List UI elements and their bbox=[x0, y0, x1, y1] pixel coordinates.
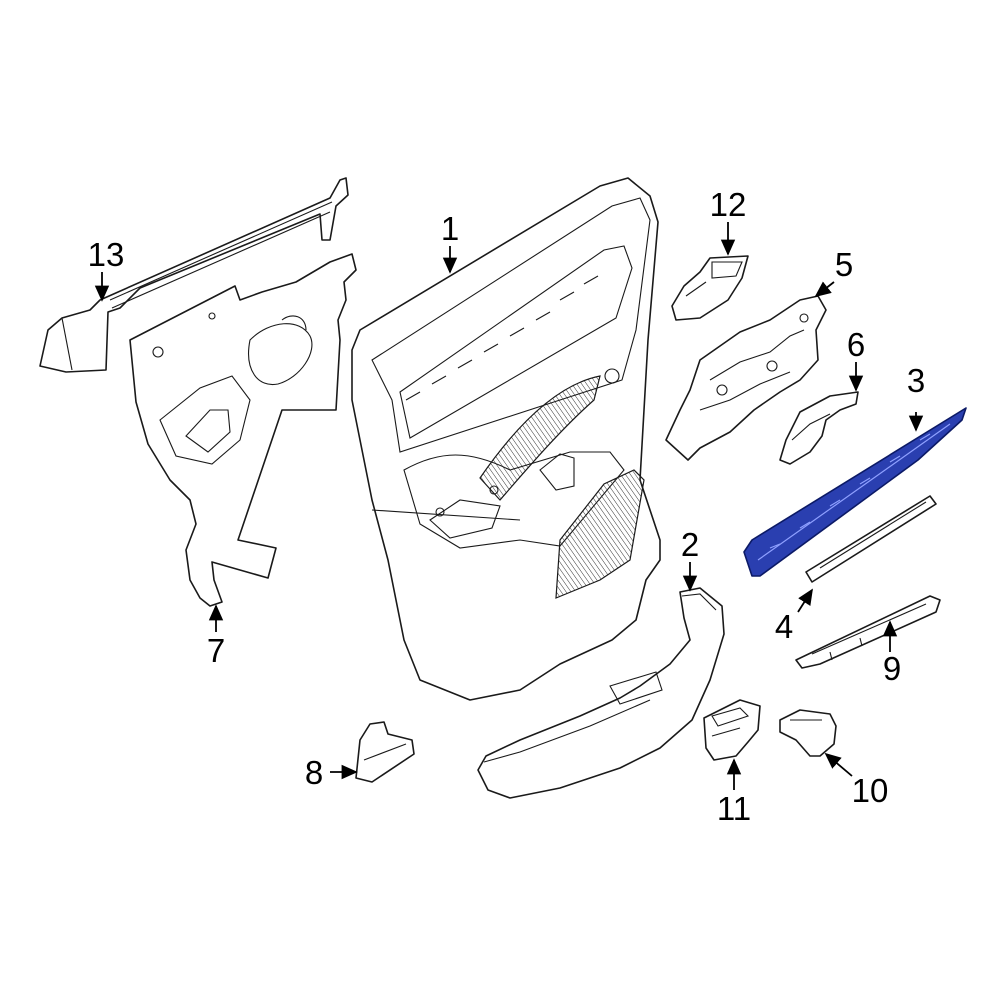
leader-5 bbox=[814, 281, 835, 298]
part-8-clip[interactable] bbox=[355, 721, 415, 783]
callout-label-2: 2 bbox=[681, 526, 699, 563]
part-13-belt-bracket[interactable] bbox=[39, 177, 349, 373]
callout-label-6: 6 bbox=[847, 326, 865, 363]
callout-label-8: 8 bbox=[305, 754, 323, 791]
callout-label-4: 4 bbox=[775, 608, 793, 645]
part-3-trim-strip-highlighted[interactable] bbox=[743, 407, 967, 577]
callout-label-7: 7 bbox=[207, 632, 225, 669]
callout-label-11: 11 bbox=[717, 790, 751, 827]
part-7-water-shield[interactable] bbox=[129, 253, 357, 607]
part-4-thin-strip[interactable] bbox=[805, 495, 937, 583]
callout-leaders bbox=[94, 222, 924, 790]
part-6-trim-cover[interactable] bbox=[779, 391, 859, 465]
part-9-lower-strip[interactable] bbox=[795, 595, 941, 669]
part-1-door-trim-panel[interactable] bbox=[351, 177, 661, 701]
part-2-armrest[interactable] bbox=[477, 587, 725, 799]
callout-label-9: 9 bbox=[883, 650, 901, 687]
callout-label-12: 12 bbox=[710, 186, 747, 223]
part-11-window-switch[interactable] bbox=[703, 699, 761, 761]
callout-label-5: 5 bbox=[835, 246, 853, 283]
callout-label-1: 1 bbox=[441, 210, 459, 247]
callout-labels: 1 2 3 4 5 6 7 8 9 10 11 12 13 bbox=[88, 186, 926, 827]
callout-label-3: 3 bbox=[907, 362, 925, 399]
leader-4 bbox=[797, 588, 813, 613]
callout-label-13: 13 bbox=[88, 236, 125, 273]
callout-label-10: 10 bbox=[852, 772, 889, 809]
part-5-switch-bracket[interactable] bbox=[665, 295, 827, 461]
part-12-handle-bezel[interactable] bbox=[671, 255, 749, 321]
leader-10 bbox=[824, 752, 853, 777]
part-10-connector[interactable] bbox=[779, 709, 837, 757]
